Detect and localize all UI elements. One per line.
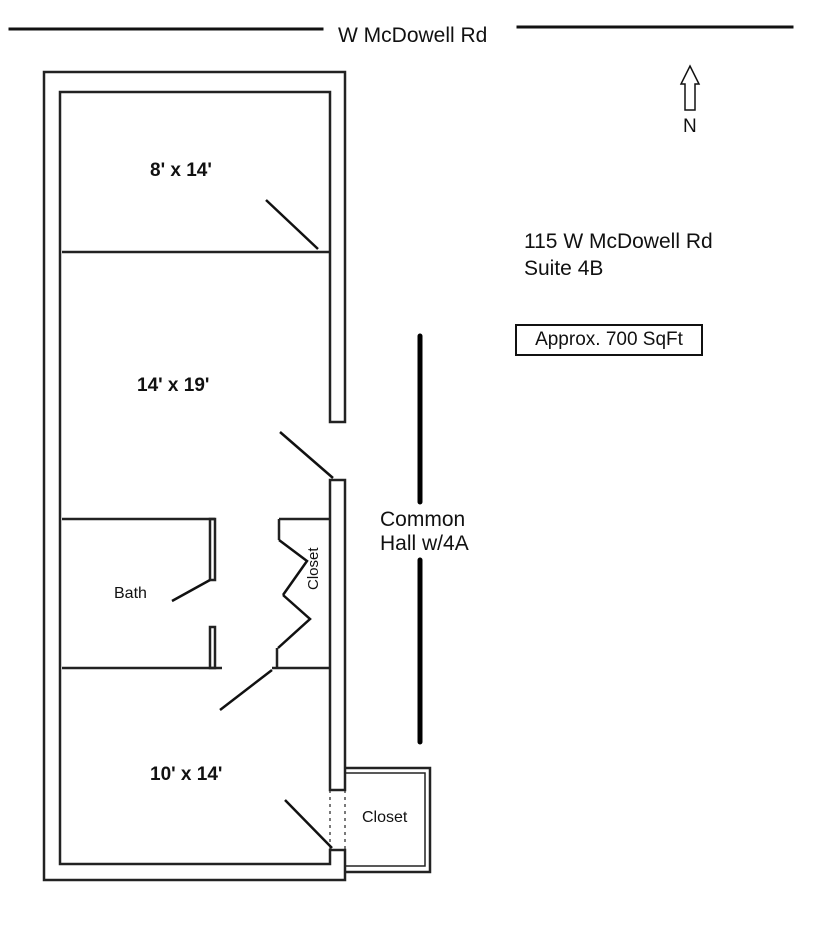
hall-wall bbox=[328, 478, 347, 792]
hall-line2: Hall w/4A bbox=[380, 532, 469, 555]
address: 115 W McDowell Rd Suite 4B bbox=[524, 228, 713, 282]
hall-line1: Common bbox=[380, 508, 466, 531]
north-label: N bbox=[683, 116, 697, 137]
north-arrow-icon bbox=[679, 64, 701, 111]
closet-bifold-upper bbox=[278, 539, 309, 596]
door-south-closet bbox=[284, 799, 333, 849]
door-main-room bbox=[279, 431, 334, 479]
area-badge: Approx. 700 SqFt bbox=[515, 324, 703, 356]
bath-wall-right-lower bbox=[208, 625, 217, 670]
room-label-south: 10' x 14' bbox=[150, 764, 223, 785]
room-label-main: 14' x 19' bbox=[137, 375, 210, 396]
street-label: W McDowell Rd bbox=[338, 24, 488, 47]
room-label-north: 8' x 14' bbox=[150, 160, 212, 181]
closet-bifold-lower bbox=[277, 594, 312, 649]
address-line1: 115 W McDowell Rd bbox=[524, 230, 713, 253]
bath-wall-right-upper bbox=[208, 517, 217, 582]
bath-label: Bath bbox=[114, 585, 147, 602]
outer-wall bbox=[42, 70, 347, 882]
south-closet-wall bbox=[345, 766, 432, 874]
closet-label-south: Closet bbox=[362, 809, 408, 826]
address-line2: Suite 4B bbox=[524, 257, 604, 280]
common-hall-label: Common Hall w/4A bbox=[380, 508, 469, 556]
door-bath bbox=[171, 578, 211, 603]
door-north-room bbox=[265, 199, 319, 250]
closet-label-interior: Closet bbox=[305, 547, 322, 590]
door-south-room bbox=[219, 669, 273, 711]
